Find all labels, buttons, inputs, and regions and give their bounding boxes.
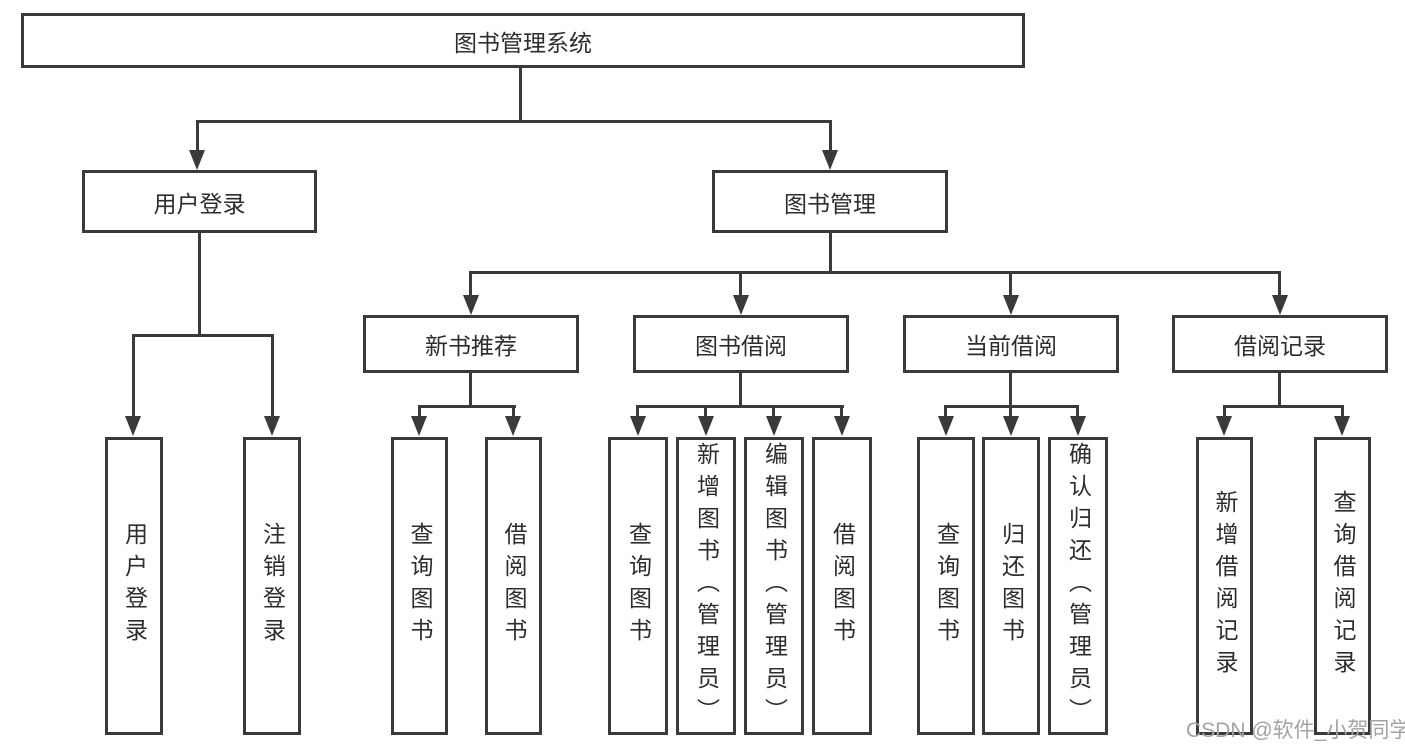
node-book-borrowing: 图书借阅 [633, 315, 849, 373]
arrow-to-current-borrowing [1003, 295, 1019, 315]
arrow-to-leaf-query-books-current [938, 416, 954, 436]
leaf-query-borrow-record: 查询借阅记录 [1314, 437, 1371, 735]
leaf-user-login: 用户登录 [105, 437, 163, 735]
connector-shaft-new-book [469, 271, 472, 297]
csdn-watermark: CSDN @软件_小贺同学 [1186, 719, 1405, 742]
connector-new-book-stem [469, 373, 472, 408]
arrow-to-leaf-user-login [125, 416, 141, 436]
arrow-to-book-borrowing [733, 295, 749, 315]
connector-borrowing-shaft-3 [772, 405, 775, 419]
leaf-edit-books-admin: 编辑图书（管理员） [744, 437, 804, 735]
connector-user-login-stem [198, 233, 201, 337]
arrow-to-borrowing-records [1272, 295, 1288, 315]
arrow-to-new-book-recommendation [463, 295, 479, 315]
leaf-borrow-books-borrowing: 借阅图书 [812, 437, 872, 735]
arrow-to-leaf-query-books-recommend [411, 416, 427, 436]
arrow-to-leaf-add-books [698, 416, 714, 436]
connector-root-stem [519, 68, 522, 122]
connector-user-login-bus [132, 334, 274, 337]
leaf-add-borrow-record: 新增借阅记录 [1196, 437, 1253, 735]
node-borrowing-records: 借阅记录 [1172, 315, 1388, 373]
connector-borrowing-shaft-2 [704, 405, 707, 419]
connector-current-shaft-3 [1076, 405, 1079, 419]
connector-new-book-shaft-1 [418, 405, 421, 419]
leaf-query-books-current: 查询图书 [917, 437, 975, 735]
connector-user-login-shaft-1 [132, 334, 135, 418]
arrow-to-user-login [189, 150, 205, 170]
connector-root-to-book-mgmt-shaft [829, 120, 832, 152]
connector-records-stem [1278, 373, 1281, 408]
connector-new-book-shaft-2 [512, 405, 515, 419]
connector-records-shaft-2 [1341, 405, 1344, 419]
arrow-to-leaf-borrow-books-recommend [505, 416, 521, 436]
leaf-borrow-books-recommend: 借阅图书 [485, 437, 542, 735]
leaf-logout: 注销登录 [243, 437, 301, 735]
connector-shaft-book-borrowing [739, 271, 742, 297]
connector-root-bus [196, 120, 832, 123]
leaf-return-books: 归还图书 [982, 437, 1040, 735]
arrow-to-leaf-query-books-borrowing [630, 416, 646, 436]
connector-shaft-borrowing-records [1278, 271, 1281, 297]
leaf-confirm-return-admin: 确认归还（管理员） [1048, 437, 1108, 735]
leaf-query-books-borrowing: 查询图书 [608, 437, 668, 735]
connector-new-book-bus [418, 405, 516, 408]
connector-records-shaft-1 [1223, 405, 1226, 419]
arrow-to-leaf-return-books [1003, 416, 1019, 436]
connector-records-bus [1223, 405, 1344, 408]
arrow-to-leaf-borrow-books-borrowing [834, 416, 850, 436]
connector-book-mgmt-stem [829, 233, 832, 274]
node-book-management: 图书管理 [712, 170, 948, 233]
arrow-to-leaf-logout [264, 416, 280, 436]
connector-borrowing-shaft-1 [636, 405, 639, 419]
connector-shaft-current-borrowing [1009, 271, 1012, 297]
connector-borrowing-stem [739, 373, 742, 408]
connector-borrowing-shaft-4 [840, 405, 843, 419]
leaf-add-books-admin: 新增图书（管理员） [676, 437, 736, 735]
leaf-query-books-recommend: 查询图书 [391, 437, 448, 735]
node-current-borrowing: 当前借阅 [903, 315, 1119, 373]
connector-current-shaft-1 [944, 405, 947, 419]
connector-root-to-user-login-shaft [196, 120, 199, 152]
node-new-book-recommendation: 新书推荐 [363, 315, 579, 373]
arrow-to-leaf-query-borrow-record [1334, 416, 1350, 436]
arrow-to-leaf-add-borrow-record [1216, 416, 1232, 436]
arrow-to-leaf-edit-books [766, 416, 782, 436]
connector-current-shaft-2 [1009, 405, 1012, 419]
connector-user-login-shaft-2 [271, 334, 274, 418]
connector-current-stem [1009, 373, 1012, 408]
node-library-management-system: 图书管理系统 [21, 13, 1025, 68]
node-user-login: 用户登录 [82, 170, 317, 233]
arrow-to-leaf-confirm-return [1070, 416, 1086, 436]
arrow-to-book-management [822, 150, 838, 170]
connector-borrowing-bus [636, 405, 844, 408]
connector-book-mgmt-bus [469, 271, 1281, 274]
